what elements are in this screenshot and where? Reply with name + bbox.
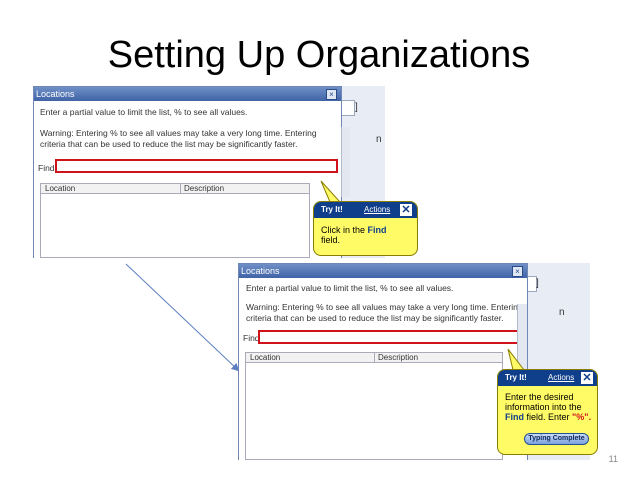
instruction-text: Enter a partial value to limit the list,… <box>40 107 248 117</box>
background-bracket: ] <box>355 102 358 113</box>
dialog-close-icon[interactable]: × <box>326 89 337 100</box>
warning-text: Warning: Entering % to see all values ma… <box>40 128 317 149</box>
find-label: Find <box>38 163 55 173</box>
callout-header: Try It! Actions ✕ <box>314 202 417 218</box>
warning-text: Warning: Entering % to see all values ma… <box>246 302 523 323</box>
typing-complete-button[interactable]: Typing Complete <box>524 433 589 445</box>
callout-text: Click in the Find field. <box>321 225 387 245</box>
column-location[interactable]: Location <box>250 353 281 362</box>
background-bracket: ] <box>536 278 539 289</box>
column-description[interactable]: Description <box>378 353 419 362</box>
actions-link[interactable]: Actions <box>548 373 575 382</box>
results-table-body <box>40 194 310 258</box>
find-label: Find <box>243 333 260 343</box>
actions-link[interactable]: Actions <box>364 205 391 214</box>
locations-dialog: Locations × Enter a partial value to lim… <box>238 263 528 460</box>
callout-close-icon[interactable]: ✕ <box>399 203 413 217</box>
dialog-title: Locations <box>239 264 527 278</box>
slide-title: Setting Up Organizations <box>107 34 531 76</box>
tryit-callout-2: Try It! Actions ✕ Enter the desired info… <box>497 369 598 455</box>
results-table-header: Location Description <box>40 183 310 194</box>
instruction-text: Enter a partial value to limit the list,… <box>246 283 454 293</box>
callout-header: Try It! Actions ✕ <box>498 370 597 386</box>
find-input[interactable] <box>55 159 338 173</box>
dialog-scrollbar[interactable] <box>517 304 527 374</box>
callout-text: Enter the desired information into the F… <box>505 392 592 422</box>
column-location[interactable]: Location <box>45 184 76 193</box>
dialog-close-icon[interactable]: × <box>512 266 523 277</box>
column-description[interactable]: Description <box>184 184 225 193</box>
dialog-scrollbar[interactable] <box>341 127 350 197</box>
tryit-callout-1: Try It! Actions ✕ Click in the Find fiel… <box>313 201 418 256</box>
background-letter: n <box>376 134 382 145</box>
dialog-title: Locations <box>34 87 341 101</box>
tryit-label: Try It! <box>321 205 343 214</box>
results-table-header: Location Description <box>245 352 503 363</box>
locations-dialog: Locations × Enter a partial value to lim… <box>33 86 350 258</box>
screenshot-1: ] n Locations × Enter a partial value to… <box>33 86 385 258</box>
background-letter: n <box>559 307 565 318</box>
callout-close-icon[interactable]: ✕ <box>580 371 594 385</box>
tryit-label: Try It! <box>505 373 527 382</box>
results-table-body <box>245 363 503 460</box>
page-number: 11 <box>608 454 618 464</box>
